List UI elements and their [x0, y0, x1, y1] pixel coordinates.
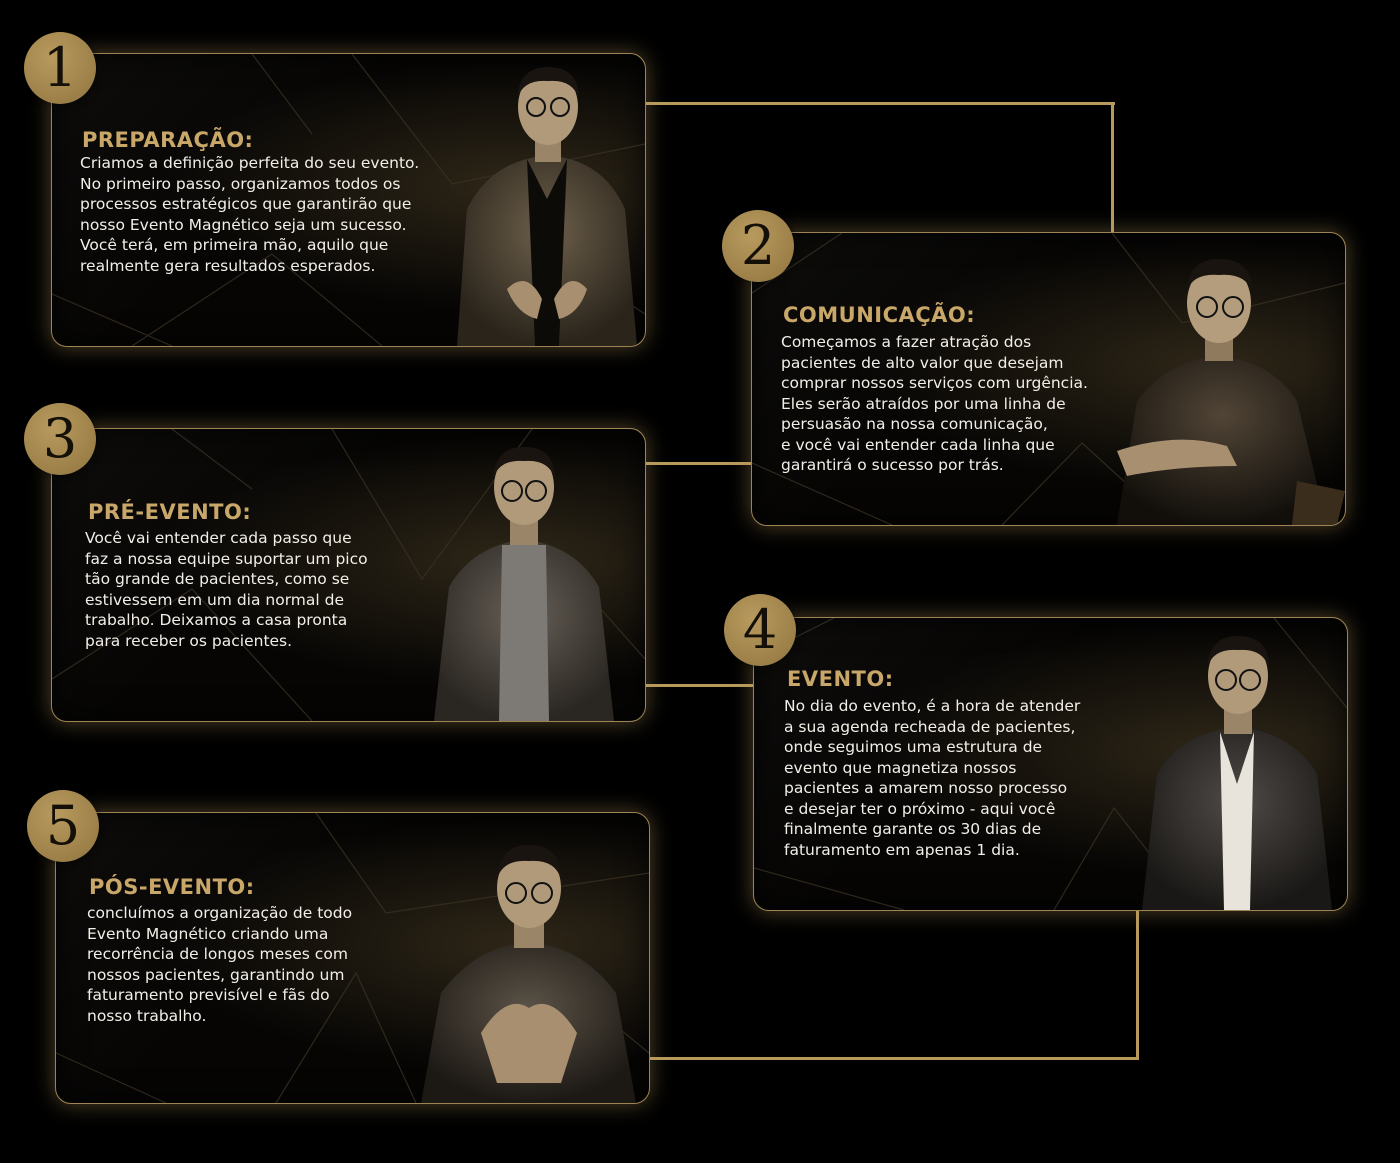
portrait-man-seated	[1117, 259, 1345, 525]
step-card-1: PREPARAÇÃO: Criamos a definição perfeita…	[51, 53, 646, 347]
step-description: No dia do evento, é a hora de atender a …	[784, 697, 1081, 859]
step-title: EVENTO:	[787, 667, 894, 691]
step-number-badge-4: 4	[724, 594, 796, 666]
step-card-3: PRÉ-EVENTO: Você vai entender cada passo…	[51, 428, 646, 722]
step-description: concluímos a organização de todo Evento …	[87, 904, 353, 1025]
connector-2-3-horizontal	[645, 462, 751, 465]
decorative-lines	[752, 233, 1345, 525]
step-number-badge-5: 5	[27, 790, 99, 862]
step-number-badge-1: 1	[24, 32, 96, 104]
connector-3-4-horizontal	[645, 684, 755, 687]
step-description: Criamos a definição perfeita do seu even…	[80, 154, 420, 275]
step-card-4: EVENTO: No dia do evento, é a hora de at…	[753, 617, 1348, 911]
step-number-badge-3: 3	[24, 403, 96, 475]
step-title: PRÉ-EVENTO:	[88, 500, 252, 524]
connector-4-5-horizontal	[648, 1057, 1139, 1060]
portrait-man-turtleneck	[434, 447, 614, 721]
portrait-man-suit	[1142, 636, 1332, 910]
step-description: Começamos a fazer atração dos pacientes …	[781, 333, 1088, 474]
step-card-5: PÓS-EVENTO: concluímos a organização de …	[55, 812, 650, 1104]
step-number-badge-2: 2	[722, 210, 794, 282]
connector-4-5-vertical	[1136, 908, 1139, 1060]
connector-1-2-vertical	[1111, 102, 1114, 232]
step-title: PREPARAÇÃO:	[82, 128, 254, 152]
portrait-man-blazer	[457, 67, 637, 346]
step-description: Você vai entender cada passo que faz a n…	[85, 529, 368, 650]
portrait-man-hands-clasped	[421, 845, 636, 1103]
connector-1-2-horizontal	[645, 102, 1115, 105]
step-title: COMUNICAÇÃO:	[783, 303, 976, 327]
step-card-2: COMUNICAÇÃO: Começamos a fazer atração d…	[751, 232, 1346, 526]
step-title: PÓS-EVENTO:	[89, 875, 255, 899]
